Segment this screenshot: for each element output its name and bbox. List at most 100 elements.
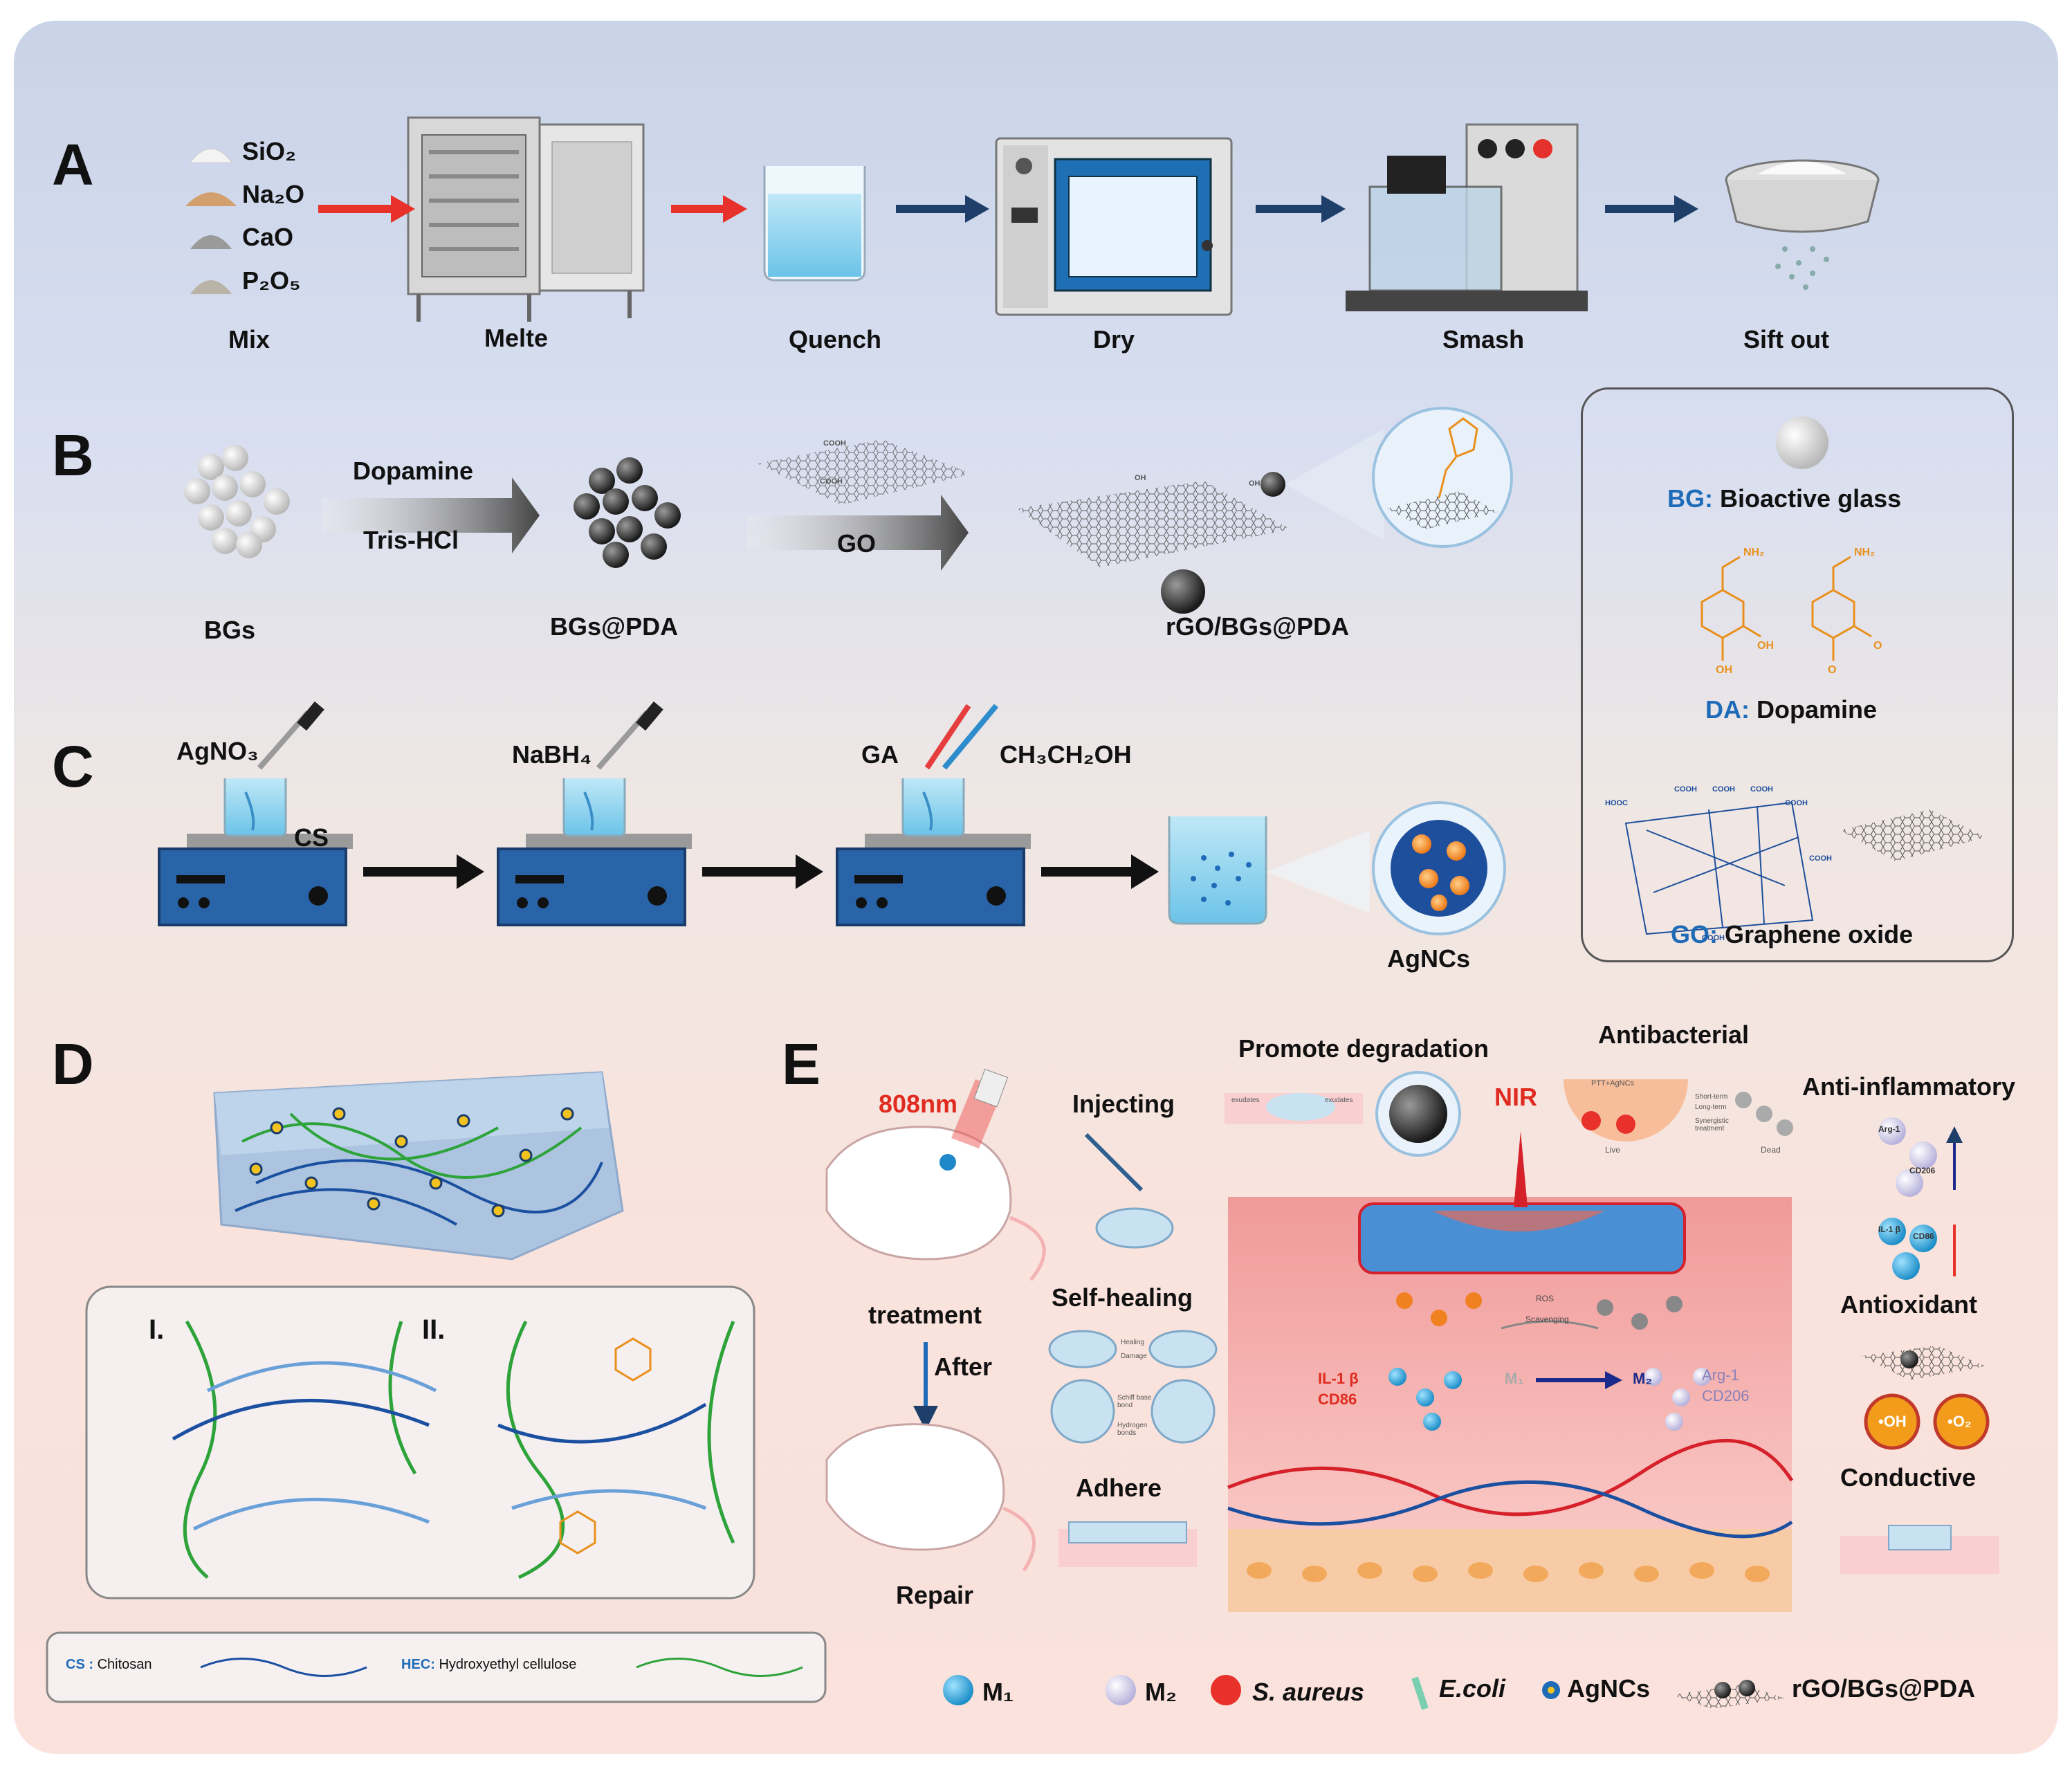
hec-abbr: HEC: [401, 1657, 435, 1672]
stirrer-3 [836, 704, 1031, 926]
go-group: COOH [1750, 785, 1773, 794]
cd206-label: CD206 [1702, 1387, 1750, 1404]
go-group-label: OH [1249, 479, 1260, 488]
laser-label: 808nm [879, 1090, 958, 1118]
dead-label: Dead [1761, 1145, 1781, 1155]
agncs-label: AgNCs [1387, 944, 1471, 973]
bgs-pda-label: BGs@PDA [550, 612, 679, 641]
promote-label: Promote degradation [1238, 1034, 1489, 1063]
damage-label: Damage [1121, 1353, 1147, 1360]
cs-label: CS [294, 823, 329, 852]
step-label: Mix [228, 325, 271, 354]
antibacterial-label: Antibacterial [1598, 1020, 1750, 1049]
o2-radical: •O₂ [1947, 1413, 1972, 1430]
step-label: Quench [789, 325, 882, 354]
go-group: COOH [1674, 785, 1697, 794]
go-group: COOH [1712, 785, 1735, 794]
bg-name: Bioactive glass [1720, 484, 1902, 513]
da-abbr: DA: [1705, 695, 1750, 724]
conductive-label: Conductive [1840, 1463, 1977, 1492]
step-label: Smash [1442, 325, 1525, 354]
sub-label-ii: II. [422, 1314, 446, 1345]
cd86-cell-label: CD86 [1913, 1231, 1934, 1241]
oxide-label: CaO [242, 223, 294, 251]
oh-radical: •OH [1878, 1413, 1907, 1430]
go-group-label: OH [1135, 474, 1146, 482]
go-label: GO [837, 529, 877, 558]
after-label: After [934, 1353, 993, 1381]
panel-label-a: A [52, 132, 94, 197]
anti-inflammatory-label: Anti-inflammatory [1802, 1072, 2016, 1101]
da-group: OH [1757, 640, 1774, 652]
stirrer-2 [497, 701, 692, 926]
furnace-illustration [407, 116, 645, 322]
da-group: O [1873, 640, 1882, 652]
adhere-label: Adhere [1076, 1474, 1162, 1502]
da-group: NH₂ [1743, 547, 1765, 558]
hbond-label: Hydrogen bonds [1117, 1422, 1148, 1437]
oxide-label: Na₂O [242, 180, 305, 208]
go-group: HOOC [1605, 799, 1628, 807]
nir-label: NIR [1494, 1083, 1537, 1111]
go-name: Graphene oxide [1725, 920, 1914, 948]
exudates-label: exudates [1325, 1097, 1353, 1104]
bg-legend: BG: Bioactive glass [1667, 484, 1901, 513]
sieve [1725, 159, 1880, 290]
step-label: Melte [484, 324, 549, 352]
rgo-bgs-pda-composite [1017, 407, 1513, 614]
legend-e-coli: E.coli [1439, 1674, 1506, 1703]
anti-inflammatory-graphic [1878, 1117, 1963, 1280]
legend-box-graphics [1624, 416, 1986, 935]
conductive-graphic [1840, 1525, 1999, 1574]
treatment-label: treatment [868, 1301, 982, 1329]
go-group: COOH [1702, 934, 1725, 942]
cs-hec-legend [46, 1631, 827, 1703]
m2-inline: M₂ [1633, 1370, 1653, 1387]
process-arrows-a [318, 195, 1698, 223]
dopamine-arrow [322, 477, 540, 553]
synergistic-label: Synergistic treatment [1695, 1117, 1729, 1133]
stirrer-1 [158, 701, 353, 926]
nabh4-label: NaBH₄ [512, 740, 592, 769]
scavenging-label: Scavenging [1525, 1314, 1569, 1324]
promote-degradation-graphic [1225, 1071, 1461, 1157]
oxide-label: SiO₂ [242, 137, 297, 165]
repair-label: Repair [896, 1581, 974, 1609]
go-group-label: COOH [820, 477, 843, 486]
go-abbr: GO: [1671, 920, 1718, 948]
rgo-label: rGO/BGs@PDA [1166, 612, 1350, 641]
hec-name: Hydroxyethyl cellulose [439, 1657, 577, 1672]
short-term-label: Short-term [1695, 1093, 1728, 1101]
antioxidant-graphic [1861, 1346, 1990, 1450]
da-name: Dopamine [1757, 695, 1878, 724]
hydrogel-block [213, 1071, 624, 1261]
cd86-label: CD86 [1318, 1391, 1357, 1408]
network-box [85, 1285, 755, 1600]
schiff-label: Schiff base bond [1117, 1394, 1152, 1409]
step-label: Dry [1093, 325, 1135, 354]
da-group: O [1828, 664, 1837, 676]
bgs-label: BGs [204, 616, 256, 644]
legend-rgo: rGO/BGs@PDA [1792, 1674, 1976, 1703]
panel-label-c: C [52, 734, 94, 799]
step-label: Sift out [1743, 325, 1829, 354]
mouse-top [825, 1068, 1046, 1281]
il1b-cell-label: IL-1 β [1878, 1225, 1900, 1234]
go-group: COOH [1809, 854, 1832, 863]
cd206-cell-label: CD206 [1909, 1166, 1936, 1175]
cs-abbr: CS : [66, 1657, 93, 1672]
legend-icons [943, 1675, 1785, 1710]
figure-canvas: A B C D E SiO₂ Na₂O CaO P₂O₅ Mix Melte Q… [14, 21, 2058, 1754]
legend-box [1581, 387, 2014, 962]
legend-m2: M₂ [1145, 1678, 1177, 1706]
dopamine-label: Dopamine [353, 457, 474, 485]
c-arrows [363, 854, 1159, 889]
grinder-machine [1346, 123, 1588, 311]
panel-label-b: B [52, 423, 94, 488]
arg1-label: Arg-1 [1702, 1366, 1739, 1384]
mouse-bottom [825, 1423, 1036, 1572]
graphics-layer [46, 116, 1999, 1710]
legend-agncs: AgNCs [1567, 1674, 1651, 1703]
oxide-label: P₂O₅ [242, 266, 301, 295]
feature-thumbnails [1048, 1133, 1218, 1567]
